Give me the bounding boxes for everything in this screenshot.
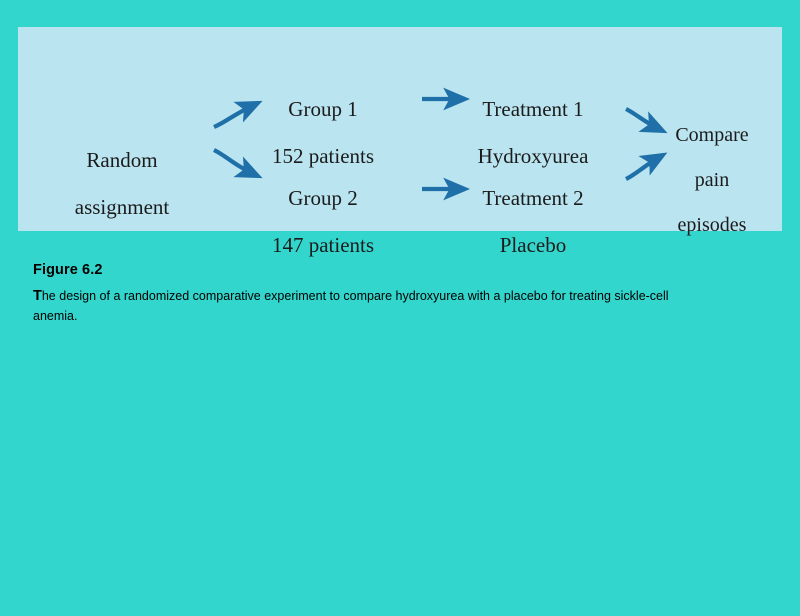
node-line-2: Hydroxyurea (477, 143, 589, 168)
node-line-1: Compare (675, 124, 749, 147)
node-line-1: Random (86, 147, 158, 172)
diagram-node-random-assignment: Random assignment (32, 125, 212, 243)
figure-caption-text: he design of a randomized comparative ex… (33, 289, 669, 324)
diagram-arrows (213, 87, 668, 201)
diagram-node-treatment-1: Treatment 1 Hydroxyurea (438, 74, 628, 192)
node-line-2: assignment (74, 194, 170, 219)
arrow-random-to-group1 (213, 100, 263, 129)
diagram-node-group-1: Group 1 152 patients (228, 74, 418, 192)
node-line-1: Treatment 2 (482, 185, 584, 210)
diagram-node-treatment-2: Treatment 2 Placebo (438, 163, 628, 281)
arrow-treatment1-to-compare (625, 107, 668, 134)
node-line-1: Group 1 (288, 96, 358, 121)
node-line-2: 147 patients (271, 232, 375, 257)
figure-caption-body: The design of a randomized comparative e… (33, 286, 673, 325)
node-line-1: Treatment 1 (482, 96, 584, 121)
arrow-treatment2-to-compare (625, 152, 668, 181)
node-line-3: episodes (677, 213, 747, 236)
node-line-2: Placebo (499, 232, 567, 257)
node-line-1: Group 2 (288, 185, 358, 210)
arrow-random-to-group2 (213, 148, 263, 179)
figure-caption: Figure 6.2 The design of a randomized co… (33, 262, 673, 325)
diagram-panel: Random assignment Group 1 152 patients G… (18, 27, 782, 256)
figure-caption-title: Figure 6.2 (33, 262, 103, 278)
node-line-2: 152 patients (271, 143, 375, 168)
diagram-node-compare: Compare pain episodes (648, 102, 776, 259)
diagram-node-group-2: Group 2 147 patients (228, 163, 418, 281)
node-line-2: pain (694, 169, 730, 192)
figure-caption-lead: T (33, 288, 42, 304)
